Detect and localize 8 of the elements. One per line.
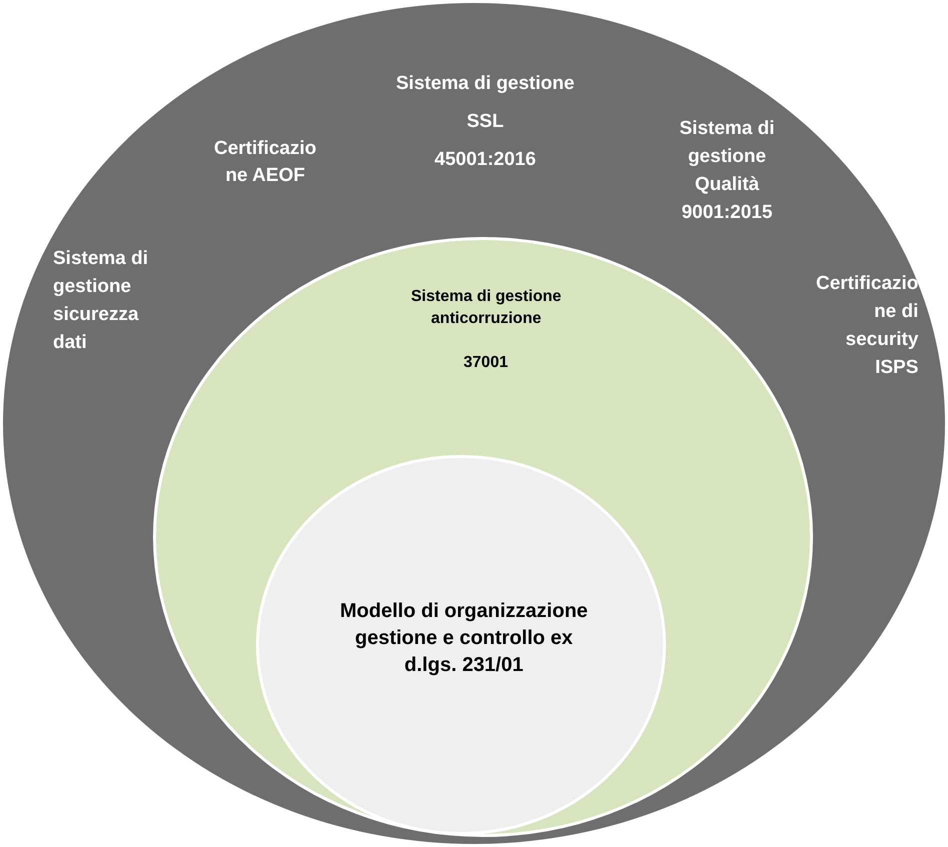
ellipse-text: Certificazio ne di security ISPS — [816, 272, 918, 380]
ellipse-text: Sistema di gestione Qualità 9001:2015 — [680, 117, 775, 225]
ellipse-text: 37001 — [464, 353, 508, 373]
ellipse-text: Sistema di gestione SSL 45001:2016 — [396, 72, 574, 172]
ellipse-text: Certificazio ne AEOF — [214, 137, 316, 188]
ellipse-text: Sistema di gestione sicurezza dati — [53, 247, 148, 355]
ellipse-text: Sistema di gestione anticorruzione — [411, 287, 562, 329]
ellipse-text: Modello di organizzazione gestione e controllo ex d.lgs. 231/01 — [340, 599, 588, 678]
